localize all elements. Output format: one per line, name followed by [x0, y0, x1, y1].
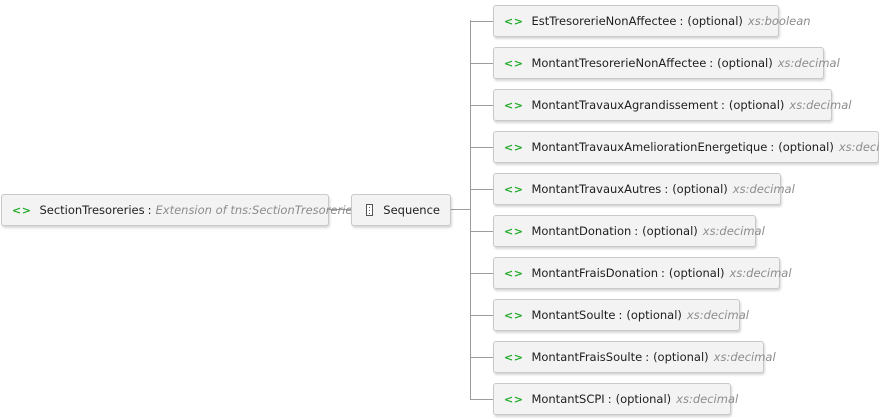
element-icon: <> — [504, 308, 524, 322]
root-to-sequence-connector — [329, 209, 351, 210]
element-icon: <> — [504, 56, 524, 70]
element-icon: <> — [504, 182, 524, 196]
child-occurrence: (optional) — [728, 98, 785, 112]
child-type: xs:decimal — [713, 350, 776, 364]
root-element-node[interactable]: <> SectionTresoreries : Extension of tns… — [1, 194, 359, 226]
sequence-icon — [366, 204, 374, 216]
child-element-node[interactable]: <> MontantFraisSoulte:(optional) xs:decima… — [493, 341, 776, 373]
child-occurrence: (optional) — [717, 56, 773, 70]
child-element-name: EstTresorerieNonAffectee — [531, 14, 677, 28]
element-icon: <> — [504, 98, 524, 112]
child-element-colon: : — [679, 14, 684, 28]
child-element-name: MontantTravauxAutres — [531, 182, 662, 196]
child-element-colon: : — [720, 98, 725, 112]
child-element-node[interactable]: <> MontantSoulte:(optional) xs:decimal — [493, 299, 749, 331]
child-element-name: MontantTravauxAmeliorationEnergetique — [531, 140, 768, 154]
child-element-node[interactable]: <> MontantTresorerieNonAffectee:(optional… — [493, 47, 840, 79]
child-type: xs:decimal — [729, 266, 792, 280]
child-type: xs:boolean — [747, 14, 811, 28]
child-type: xs:decimal — [789, 98, 852, 112]
child-element-node[interactable]: <> MontantSCPI:(optional) xs:decimal — [493, 383, 738, 415]
child-element-name: MontantFraisSoulte — [531, 350, 643, 364]
child-element-node[interactable]: <> MontantTravauxAutres:(optional) xs:deci… — [493, 173, 795, 205]
element-icon: <> — [504, 224, 524, 238]
child-type: xs:decimal — [702, 224, 765, 238]
element-icon: <> — [504, 14, 524, 28]
element-icon: <> — [504, 266, 524, 280]
child-occurrence: (optional) — [626, 308, 682, 322]
child-element-colon: : — [770, 140, 775, 154]
child-element-colon: : — [709, 56, 714, 70]
child-connector — [470, 315, 493, 316]
sequence-label: Sequence — [383, 203, 440, 217]
child-connector — [470, 63, 493, 64]
child-type: xs:decimal — [686, 308, 749, 322]
child-occurrence: (optional) — [778, 140, 834, 154]
child-connector — [470, 231, 493, 232]
child-connector — [470, 21, 493, 22]
child-type: xs:decimal — [838, 140, 879, 154]
child-type: xs:decimal — [777, 56, 840, 70]
child-occurrence: (optional) — [642, 224, 698, 238]
element-icon: <> — [12, 203, 32, 217]
sequence-to-trunk-connector — [451, 209, 471, 210]
child-element-name: MontantSCPI — [531, 392, 605, 406]
child-connector — [470, 399, 493, 400]
child-element-name: MontantDonation — [531, 224, 632, 238]
child-element-name: MontantSoulte — [531, 308, 616, 322]
child-connector — [470, 105, 493, 106]
element-icon: <> — [504, 392, 524, 406]
child-element-node[interactable]: <> MontantTravauxAmeliorationEnergetique:… — [493, 131, 879, 163]
root-element-name: SectionTresoreries — [39, 203, 145, 217]
child-occurrence: (optional) — [687, 14, 743, 28]
child-element-colon: : — [607, 392, 612, 406]
child-occurrence: (optional) — [668, 266, 725, 280]
child-element-node[interactable]: <> EstTresorerieNonAffectee:(optional) xs:… — [493, 5, 811, 37]
child-element-name: MontantFraisDonation — [531, 266, 659, 280]
child-element-colon: : — [661, 266, 665, 280]
child-element-node[interactable]: <> MontantDonation:(optional) xs:decimal — [493, 215, 765, 247]
child-element-node[interactable]: <> MontantFraisDonation:(optional) xs:deci… — [493, 257, 792, 289]
child-occurrence: (optional) — [653, 350, 709, 364]
child-connector — [470, 357, 493, 358]
children-trunk-line — [470, 20, 471, 399]
element-icon: <> — [504, 140, 524, 154]
root-element-colon: : — [147, 203, 152, 217]
child-element-colon: : — [634, 224, 639, 238]
child-connector — [470, 273, 493, 274]
child-type: xs:decimal — [676, 392, 739, 406]
child-element-name: MontantTresorerieNonAffectee — [531, 56, 707, 70]
element-icon: <> — [504, 350, 524, 364]
child-connector — [470, 147, 493, 148]
child-connector — [470, 189, 493, 190]
sequence-node[interactable]: Sequence — [351, 194, 451, 226]
child-element-colon: : — [645, 350, 650, 364]
root-extension-text: Extension of tns:SectionTresoreries — [155, 203, 359, 217]
child-occurrence: (optional) — [672, 182, 728, 196]
child-element-name: MontantTravauxAgrandissement — [531, 98, 718, 112]
child-type: xs:decimal — [732, 182, 795, 196]
child-element-colon: : — [618, 308, 623, 322]
child-element-colon: : — [664, 182, 669, 196]
child-occurrence: (optional) — [615, 392, 672, 406]
child-element-node[interactable]: <> MontantTravauxAgrandissement:(optional… — [493, 89, 851, 121]
